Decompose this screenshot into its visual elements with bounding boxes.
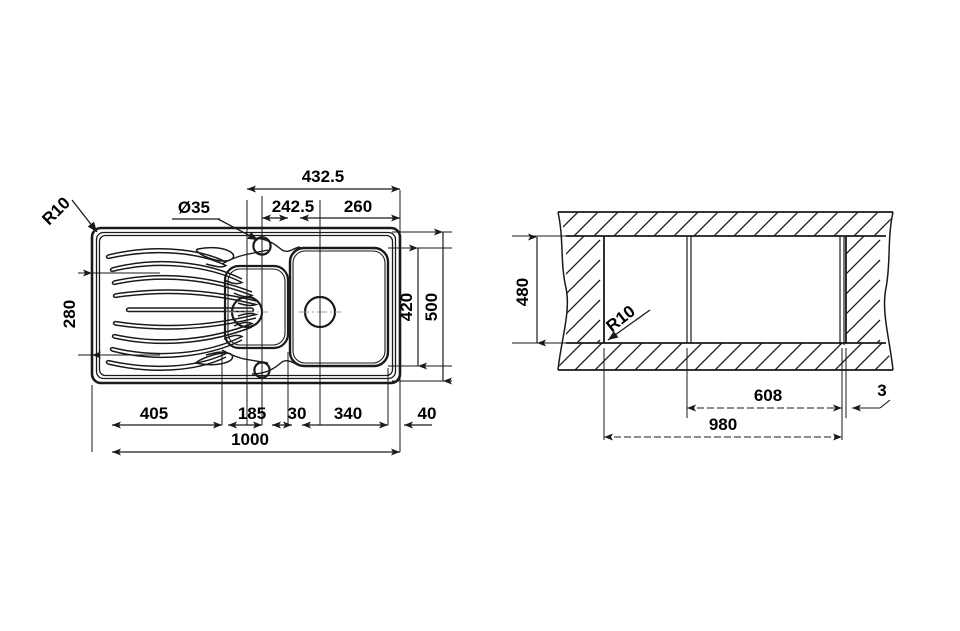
dim-280-label: 280 <box>60 300 79 328</box>
leader-dia35: Ø35 <box>172 198 259 241</box>
dim-480-label: 480 <box>513 278 532 306</box>
dim-r10-section-label: R10 <box>602 302 638 336</box>
dim-280: 280 <box>60 269 101 359</box>
dim-340-label: 340 <box>334 404 362 423</box>
dim-40-label: 40 <box>418 404 437 423</box>
dim-608-label: 608 <box>754 386 782 405</box>
dim-340: 340 <box>302 404 388 429</box>
cutout-inner-detail <box>686 236 845 345</box>
leader-r10-section: R10 <box>602 302 651 341</box>
dim-980: 980 <box>604 415 842 441</box>
dim-260-label: 260 <box>344 197 372 216</box>
dim-500-label: 500 <box>422 293 441 321</box>
dim-3: 3 <box>852 381 891 412</box>
dim-480: 480 <box>513 233 546 347</box>
dim-242-5: 242.5 <box>262 197 315 222</box>
dim-500: 500 <box>422 228 452 385</box>
dim-608: 608 <box>687 386 842 412</box>
dim-405: 405 <box>112 404 222 429</box>
dim-r10-plan-label: R10 <box>38 193 73 228</box>
dim-dia35-label: Ø35 <box>178 198 210 217</box>
dim-242-5-label: 242.5 <box>272 197 315 216</box>
sink-bowl-right <box>288 246 390 368</box>
plan-view: 432.5 242.5 260 R10 Ø35 <box>38 167 452 456</box>
worktop-outline <box>557 211 894 371</box>
dim-405-label: 405 <box>140 404 168 423</box>
dim-420: 420 <box>397 244 427 370</box>
dim-1000: 1000 <box>112 430 400 456</box>
dim-260: 260 <box>300 197 400 222</box>
dim-3-label: 3 <box>877 381 886 400</box>
dim-30: 30 <box>272 404 307 429</box>
dim-40: 40 <box>404 404 437 429</box>
section-extension-lines <box>512 235 847 440</box>
section-hatching <box>558 212 893 370</box>
dim-1000-label: 1000 <box>231 430 269 449</box>
dim-420-label: 420 <box>397 293 416 321</box>
tap-ledge-contour <box>251 237 301 375</box>
sink-bowl-left <box>221 249 290 364</box>
dim-432-5: 432.5 <box>247 167 400 193</box>
section-view: 480 R10 608 3 980 <box>512 211 894 441</box>
dim-980-label: 980 <box>709 415 737 434</box>
dim-185: 185 <box>228 404 266 429</box>
leader-r10-plan: R10 <box>38 193 98 233</box>
dim-432-5-label: 432.5 <box>302 167 345 186</box>
dim-185-label: 185 <box>238 404 266 423</box>
dim-30-label: 30 <box>288 404 307 423</box>
